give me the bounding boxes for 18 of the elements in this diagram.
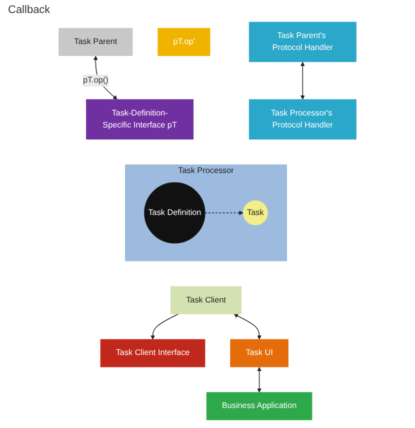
note-label: Callback	[8, 4, 52, 16]
node-box: Task-Definition-Specific Interface pT	[86, 99, 194, 140]
node-box: Task Processor's Protocol Handler	[248, 99, 356, 140]
arrow	[300, 62, 305, 100]
node-box: Task Parent	[58, 28, 133, 56]
arrow	[234, 314, 262, 340]
node-circle: Task	[242, 200, 268, 226]
arrow	[204, 210, 244, 216]
node-box: Task UI	[230, 339, 288, 368]
node-box: Business Application	[206, 392, 312, 420]
node-box: Task Parent's Protocol Handler	[248, 22, 356, 62]
node-circle: Task Definition	[144, 182, 206, 244]
node-box: pT.op'	[158, 28, 210, 56]
arrow	[150, 314, 179, 340]
edge-label: pT.op()	[82, 76, 108, 85]
arrow	[257, 366, 262, 393]
node-box: Task Client Interface	[100, 339, 206, 368]
node-box: Task Client	[170, 286, 242, 314]
